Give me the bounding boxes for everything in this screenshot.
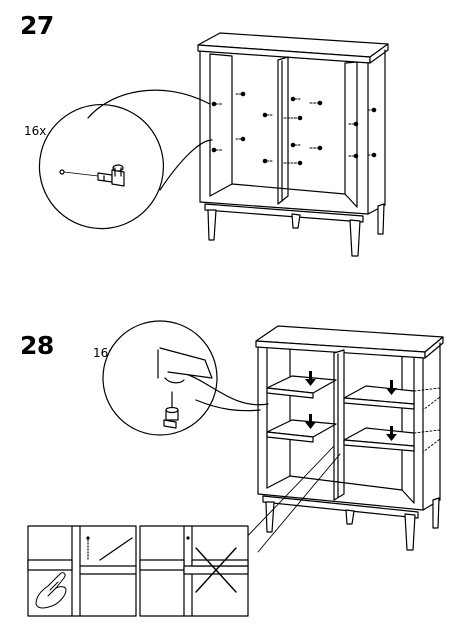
step-27-detail-callout	[38, 89, 213, 230]
shelf-arrow	[305, 371, 397, 441]
shelf-pin	[163, 391, 179, 429]
cross-icon	[195, 547, 237, 593]
step-28-detail-callout	[102, 320, 269, 436]
step-27-quantity: 16x	[24, 124, 47, 138]
step-28-number: 28	[20, 331, 54, 360]
hand-pointer-icon	[35, 572, 67, 609]
correct-placement-detail	[27, 525, 137, 617]
step-27-number: 27	[20, 11, 54, 40]
incorrect-placement-detail	[139, 525, 249, 617]
shelf-pin	[97, 164, 125, 187]
step-28-cabinet	[255, 325, 444, 551]
step-27-cabinet	[197, 32, 389, 257]
